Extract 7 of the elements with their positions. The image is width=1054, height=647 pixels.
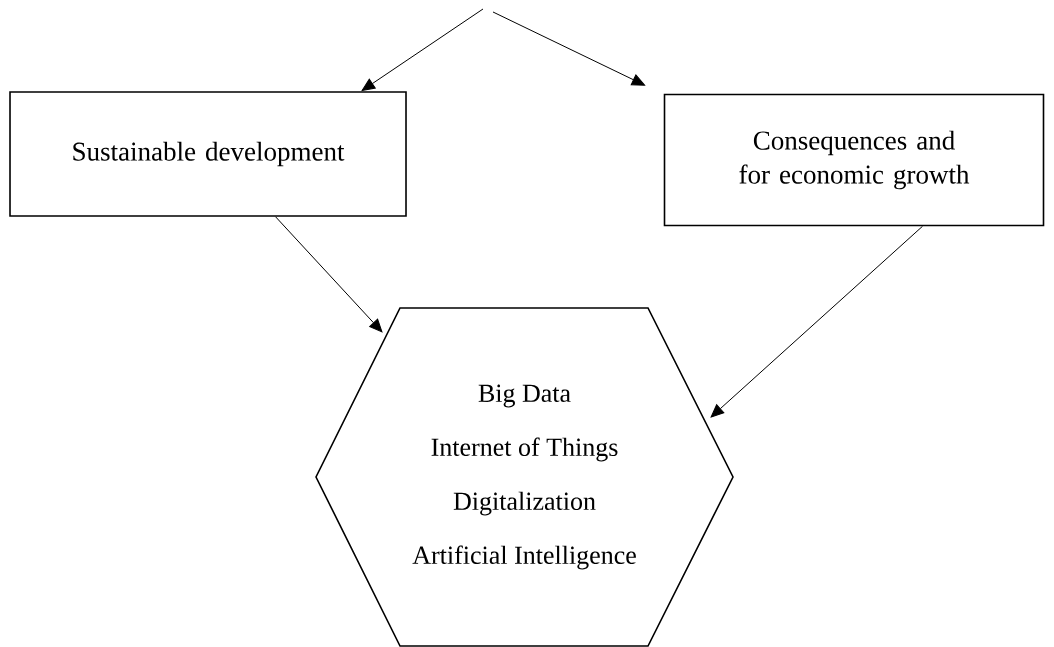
hexagon: Big Data Internet of Things Digitalization Artificial Intelligence bbox=[315, 307, 734, 647]
text-box: Consequences and for economic growth bbox=[663, 93, 1045, 227]
arrow bbox=[492, 11, 646, 86]
arrow bbox=[710, 225, 923, 418]
arrow bbox=[275, 216, 383, 333]
arrow bbox=[361, 8, 484, 91]
text-box: Sustainable development bbox=[9, 91, 407, 217]
